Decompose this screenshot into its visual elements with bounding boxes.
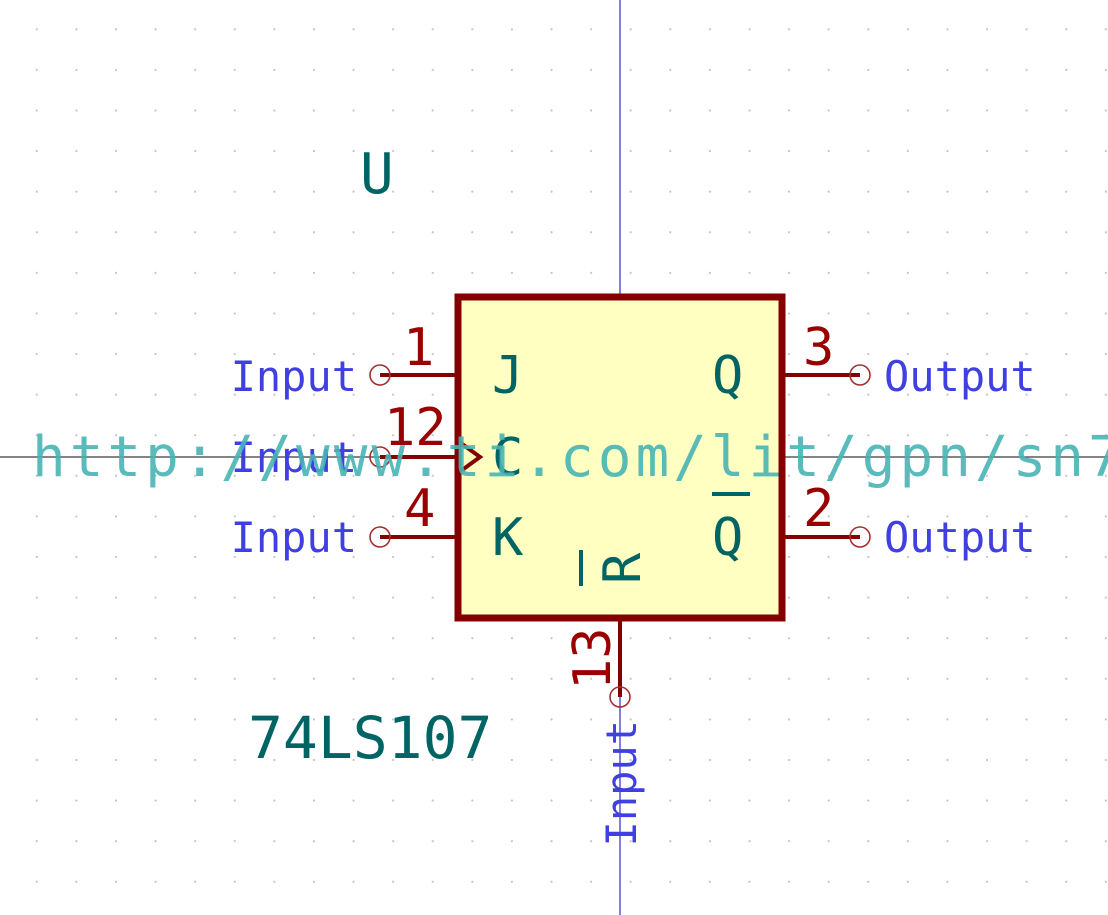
datasheet-url[interactable]: http://www.ti.com/lit/gpn/sn74LS107A	[32, 425, 1108, 490]
pin-name-k: K	[492, 508, 524, 568]
clock-edge-marker	[456, 439, 484, 475]
pin-1-end-point[interactable]	[369, 364, 391, 386]
pin-3-end-point[interactable]	[849, 364, 871, 386]
pin-3-type: Output	[884, 352, 1036, 401]
pin-4-number: 4	[404, 479, 435, 539]
component-body[interactable]	[454, 293, 786, 622]
pin-12-end-point[interactable]	[369, 446, 391, 468]
pin-12-number: 12	[384, 398, 447, 458]
pin-3-number: 3	[803, 318, 834, 378]
pin-name-q: Q	[712, 346, 743, 406]
pin-1-type: Input	[231, 352, 357, 401]
pin-1-number: 1	[403, 318, 434, 378]
pin-13-end-point[interactable]	[609, 686, 631, 708]
pin-name-j: J	[492, 346, 523, 406]
pin-13-type: Input	[597, 720, 646, 846]
pin-2-type: Output	[884, 513, 1036, 562]
pin-name-c: C	[492, 428, 523, 488]
pin-12-type: Input	[231, 433, 357, 482]
component-value[interactable]: 74LS107	[248, 704, 492, 772]
pin-4-end-point[interactable]	[369, 526, 391, 548]
pin-2-end-point[interactable]	[849, 526, 871, 548]
pin-name-q-bar: Q	[712, 508, 743, 568]
pin-13-number: 13	[563, 627, 623, 690]
pin-2-number: 2	[803, 479, 834, 539]
pin-4-type: Input	[231, 513, 357, 562]
pin-name-r: R	[593, 552, 653, 584]
reference-designator[interactable]: U	[360, 142, 394, 207]
